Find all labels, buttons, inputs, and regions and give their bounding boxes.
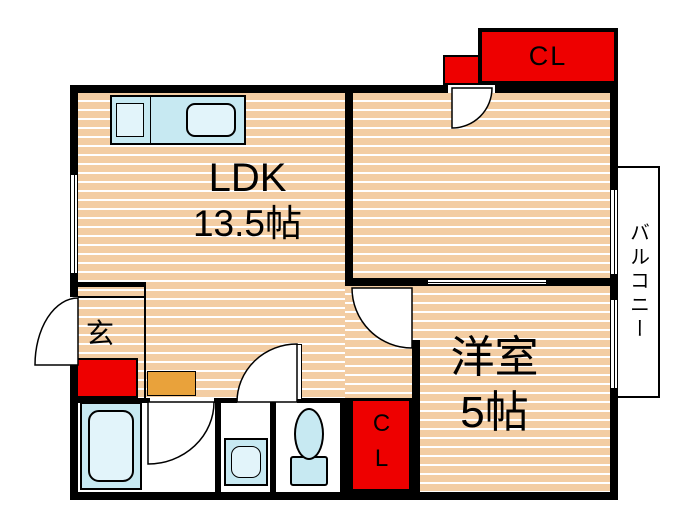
window-left: [70, 175, 78, 273]
closet-top-label: CL: [528, 41, 568, 71]
bathtub-inner: [88, 410, 134, 482]
kitchen-sink: [186, 103, 236, 137]
wall-top-right: [492, 85, 618, 93]
ldk-name: LDK: [208, 156, 287, 200]
western-room-label: 洋室 5帖: [412, 330, 577, 440]
wall-bottom: [70, 492, 618, 500]
wall-bath-top-b: [214, 398, 237, 403]
wall-bath-top-a: [78, 398, 150, 403]
closet-bottom-label: CL: [368, 410, 395, 480]
toilet-door-panel: [290, 344, 302, 400]
entrance-step-line: [78, 296, 144, 298]
window-balcony-upper: [610, 190, 618, 274]
entrance-door-opening: [70, 297, 78, 365]
entrance-label: 玄: [86, 312, 114, 352]
closet-top: CL: [478, 28, 618, 85]
wall-toilet-right: [340, 398, 350, 492]
dining-floor: [353, 93, 610, 278]
western-room-name: 洋室: [450, 333, 539, 382]
western-room-floor: [420, 286, 610, 492]
wall-ldk-divider: [345, 85, 353, 286]
balcony-label: バルコニー: [626, 222, 649, 342]
bathroom-door-arc: [147, 401, 215, 465]
washbasin-inner: [231, 446, 261, 478]
ldk-room-label: LDK 13.5帖: [155, 155, 340, 246]
wall-top: [70, 85, 448, 93]
wall-bath-top-c: [297, 398, 350, 403]
closet-door-opening: [448, 85, 495, 93]
western-room-size: 5帖: [460, 388, 529, 437]
red-utility-box: [443, 55, 480, 85]
toilet-tank: [290, 456, 328, 486]
kitchen-stove: [116, 103, 144, 137]
closet-bottom: CL: [350, 398, 412, 492]
wall-entrance-top: [78, 282, 145, 287]
ldk-size: 13.5帖: [192, 203, 302, 245]
wall-bedroom-left: [412, 340, 420, 492]
entrance-mat: [76, 358, 138, 398]
window-balcony-lower: [610, 300, 618, 388]
kitchen-counter-divider: [150, 96, 151, 144]
sliding-door: [428, 279, 546, 285]
wall-right: [610, 85, 618, 500]
balcony: バルコニー: [618, 166, 660, 398]
entrance-text: 玄: [86, 318, 115, 349]
wall-wash-toilet-divider: [270, 402, 276, 492]
wall-bath-wash-divider: [215, 402, 221, 492]
entrance-divider-line: [144, 282, 146, 398]
wall-left: [70, 85, 78, 500]
corridor-floor: [345, 286, 420, 398]
shoe-cabinet: [147, 371, 196, 396]
toilet-bowl: [294, 408, 324, 460]
